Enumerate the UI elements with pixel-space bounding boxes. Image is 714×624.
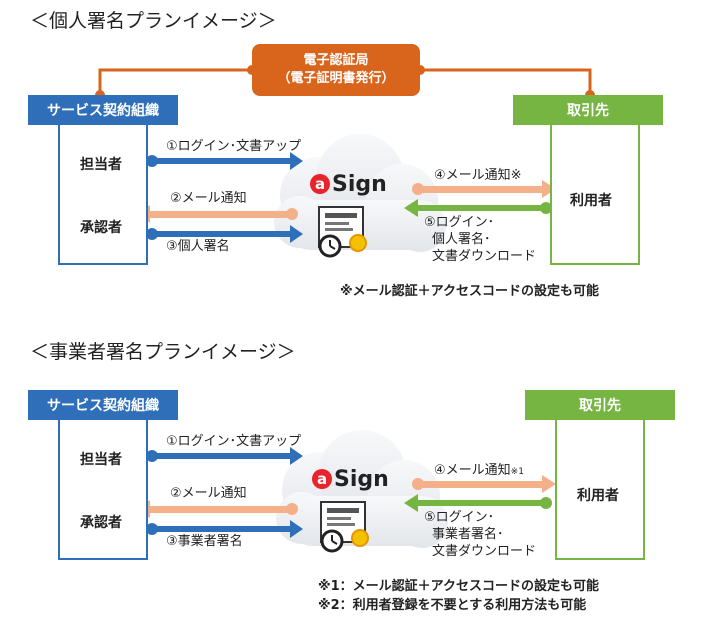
step5-label-line1: ⑤ログイン･ [424, 215, 495, 230]
partner-header-2: 取引先 [525, 390, 675, 420]
step4-label-2-text: ④メール通知 [434, 463, 511, 478]
asign-logo-text-2: Sign [334, 467, 389, 492]
service-org-header-label-2: サービス契約組織 [47, 398, 159, 414]
note-2: ※2：利用者登録を不要とする利用方法も可能 [318, 598, 587, 613]
partner-box-2 [555, 420, 645, 560]
step5-label-line3: 文書ダウンロード [432, 249, 537, 264]
step2-label-2: ②メール通知 [170, 486, 247, 501]
certificate-authority-box: 電子認証局 （電子証明書発行） [252, 44, 420, 96]
step3-label-2: ③事業者署名 [166, 534, 243, 549]
step2-label: ②メール通知 [170, 191, 247, 206]
partner-header-label: 取引先 [567, 103, 609, 119]
asign-logo-mark: a [310, 174, 330, 194]
service-org-header-label: サービス契約組織 [47, 103, 159, 119]
actor-riyo-2: 利用者 [577, 488, 619, 504]
service-org-header: サービス契約組織 [28, 95, 178, 125]
arrow-step2-s1 [137, 205, 298, 223]
arrow-step5-s1 [404, 199, 552, 217]
partner-box [550, 125, 640, 265]
step1-label-2: ①ログイン･文書アップ [166, 434, 302, 449]
note-individual: ※メール認証＋アクセスコードの設定も可能 [340, 284, 599, 299]
clock-icon [318, 234, 342, 258]
service-org-header-2: サービス契約組織 [28, 390, 178, 420]
actor-shonin-2: 承認者 [80, 515, 122, 531]
asign-logo-text: Sign [332, 172, 387, 197]
step1-label: ①ログイン･文書アップ [166, 139, 302, 154]
arrow-step1-s1 [146, 152, 303, 170]
partner-header: 取引先 [513, 95, 663, 125]
step3-label: ③個人署名 [166, 239, 230, 254]
step5-label-line2: 個人署名･ [432, 232, 491, 247]
actor-tanto-2: 担当者 [80, 452, 122, 468]
step4-label-2: ④メール通知※1 [434, 463, 524, 480]
arrow-step4-s2 [412, 475, 556, 493]
actor-riyo: 利用者 [570, 193, 612, 209]
section-title-business: ＜事業者署名プランイメージ＞ [30, 341, 296, 363]
arrow-step5-s2 [404, 494, 552, 512]
service-org-box-2 [58, 420, 148, 560]
arrow-step4-s1 [412, 180, 556, 198]
arrow-step1-s2 [146, 447, 303, 465]
clock-icon-2 [320, 529, 344, 553]
note-1: ※1：メール認証＋アクセスコードの設定も可能 [318, 579, 600, 594]
asign-logo-mark-2: a [312, 469, 332, 489]
arrow-step3-s2 [146, 520, 303, 538]
step5-label-2-line3: 文書ダウンロード [432, 544, 537, 559]
arrow-step2-s2 [137, 500, 298, 518]
step4-footnote-mark: ※1 [510, 467, 524, 477]
service-org-box [58, 125, 148, 265]
step5-label-2-line1: ⑤ログイン･ [424, 510, 495, 525]
section-title-individual: ＜個人署名プランイメージ＞ [30, 10, 277, 32]
step4-label: ④メール通知※ [434, 168, 522, 183]
arrow-step3-s1 [146, 225, 303, 243]
step5-label-2-line2: 事業者署名･ [432, 527, 504, 542]
actor-tanto: 担当者 [80, 157, 122, 173]
ca-title: 電子認証局 [303, 53, 369, 68]
actor-shonin: 承認者 [80, 220, 122, 236]
partner-header-label-2: 取引先 [579, 398, 621, 414]
ca-subtitle: （電子証明書発行） [277, 71, 395, 86]
